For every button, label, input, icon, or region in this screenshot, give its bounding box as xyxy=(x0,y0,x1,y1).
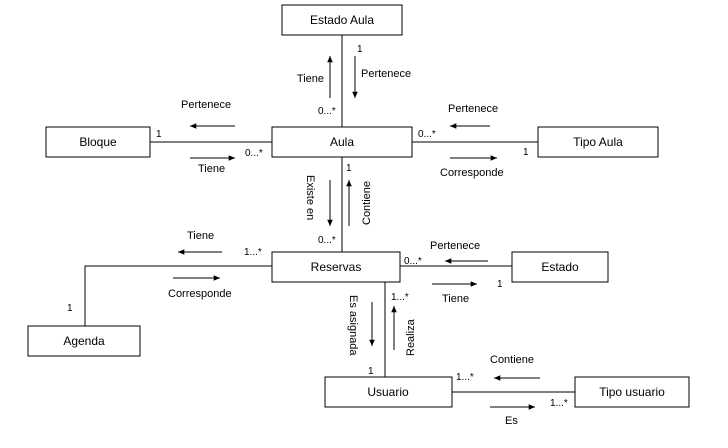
mult-estado: 1 xyxy=(497,279,503,290)
entity-tipo-aula[interactable]: Tipo Aula xyxy=(537,126,659,158)
entity-reservas[interactable]: Reservas xyxy=(271,251,401,283)
label-reservas-agenda-corresponde: Corresponde xyxy=(168,288,232,300)
entity-usuario[interactable]: Usuario xyxy=(324,376,453,408)
entity-estado-label: Estado xyxy=(541,260,579,274)
mult-agenda: 1 xyxy=(67,303,73,314)
label-aula-reservas-existe-en: Existe en xyxy=(304,175,316,220)
label-aula-estado-aula-pertenece: Pertenece xyxy=(361,68,411,80)
label-aula-estado-aula-tiene: Tiene xyxy=(297,73,324,85)
label-bloque-aula-pertenece: Pertenece xyxy=(181,99,231,111)
mult-usuario-reservas: 1 xyxy=(368,366,374,377)
label-reservas-usuario-es-asignada: Es asignada xyxy=(347,295,359,356)
mult-reservas-aula: 0...* xyxy=(318,235,336,246)
label-aula-tipo-aula-pertenece: Pertenece xyxy=(448,103,498,115)
label-usuario-tipo-usuario-contiene: Contiene xyxy=(490,354,534,366)
label-bloque-aula-tiene: Tiene xyxy=(198,163,225,175)
entity-agenda-label: Agenda xyxy=(63,334,105,348)
mult-aula-reservas: 1 xyxy=(346,163,352,174)
entity-tipo-aula-label: Tipo Aula xyxy=(573,135,623,149)
mult-bloque: 1 xyxy=(156,129,162,140)
mult-reservas-agenda: 1...* xyxy=(244,247,262,258)
entity-usuario-label: Usuario xyxy=(367,385,409,399)
connector-reservas-agenda xyxy=(84,265,272,326)
mult-aula-tipo: 0...* xyxy=(418,129,436,140)
entity-agenda[interactable]: Agenda xyxy=(27,325,141,357)
entity-estado-aula[interactable]: Estado Aula xyxy=(281,4,403,36)
mult-aula-bloque: 0...* xyxy=(245,148,263,159)
label-aula-tipo-aula-corresponde: Corresponde xyxy=(440,167,504,179)
entity-estado-aula-label: Estado Aula xyxy=(310,13,374,27)
mult-aula-estado: 0...* xyxy=(318,106,336,117)
label-reservas-estado-tiene: Tiene xyxy=(442,293,469,305)
entity-aula[interactable]: Aula xyxy=(271,126,413,158)
label-usuario-tipo-usuario-es: Es xyxy=(505,415,518,427)
mult-usuario-tipo: 1...* xyxy=(456,372,474,383)
entity-estado[interactable]: Estado xyxy=(511,251,609,283)
entity-bloque-label: Bloque xyxy=(79,135,117,149)
label-reservas-estado-pertenece: Pertenece xyxy=(430,240,480,252)
entity-reservas-label: Reservas xyxy=(311,260,362,274)
entity-tipo-usuario-label: Tipo usuario xyxy=(599,385,665,399)
mult-reservas-usuario: 1...* xyxy=(391,292,409,303)
entity-bloque[interactable]: Bloque xyxy=(45,126,151,158)
mult-tipo-usuario: 1...* xyxy=(550,398,568,409)
mult-tipo-aula: 1 xyxy=(523,147,529,158)
entity-aula-label: Aula xyxy=(330,135,354,149)
mult-estado-aula: 1 xyxy=(357,44,363,55)
label-reservas-usuario-realiza: Realiza xyxy=(405,318,417,356)
label-reservas-agenda-tiene: Tiene xyxy=(187,230,214,242)
entity-tipo-usuario[interactable]: Tipo usuario xyxy=(574,376,690,408)
label-aula-reservas-contiene: Contiene xyxy=(361,181,373,225)
mult-reservas-estado: 0...* xyxy=(404,256,422,267)
